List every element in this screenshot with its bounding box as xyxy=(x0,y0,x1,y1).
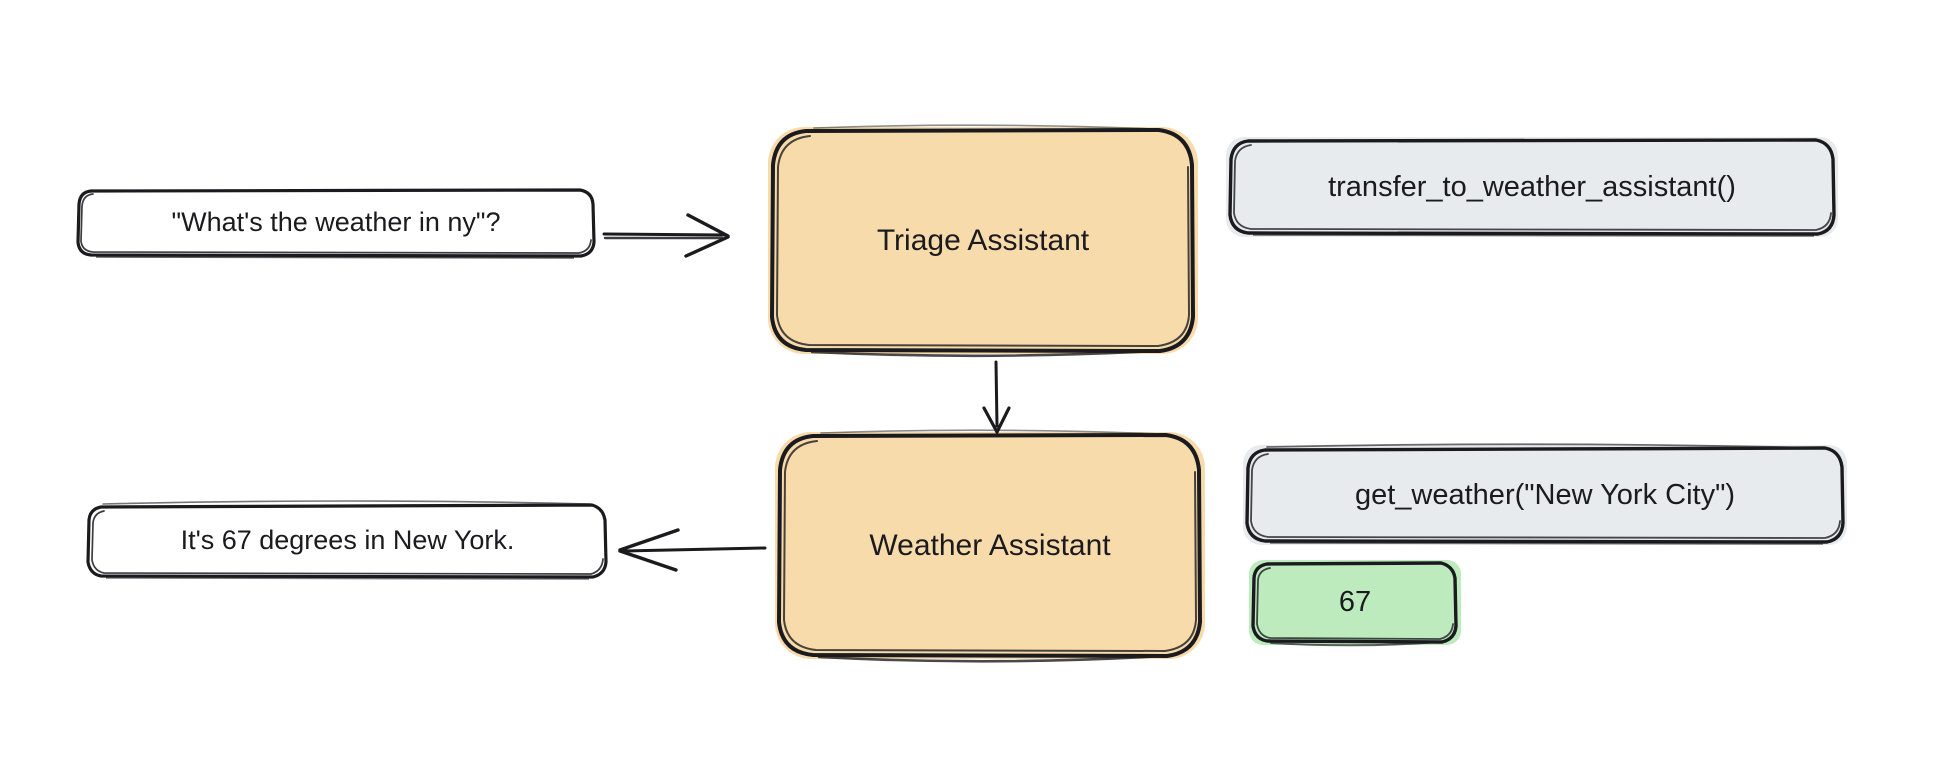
edge-weather-to-reply xyxy=(610,518,770,578)
node-triage-assistant[interactable]: Triage Assistant xyxy=(768,124,1198,358)
triage-assistant-label: Triage Assistant xyxy=(876,223,1090,257)
weather-result-text: 67 xyxy=(1338,586,1372,619)
node-transfer-tool-call[interactable]: transfer_to_weather_assistant() xyxy=(1226,137,1838,237)
get-weather-tool-call-text: get_weather("New York City") xyxy=(1354,478,1736,511)
transfer-tool-call-text: transfer_to_weather_assistant() xyxy=(1328,170,1736,203)
user-query-text: "What's the weather in ny"? xyxy=(171,207,501,238)
node-assistant-reply[interactable]: It's 67 degrees in New York. xyxy=(84,500,611,580)
node-get-weather-tool-call[interactable]: get_weather("New York City") xyxy=(1243,443,1847,545)
assistant-reply-text: It's 67 degrees in New York. xyxy=(180,525,515,556)
node-user-query[interactable]: "What's the weather in ny"? xyxy=(74,187,598,259)
weather-assistant-label: Weather Assistant xyxy=(869,528,1111,562)
node-weather-assistant[interactable]: Weather Assistant xyxy=(775,429,1205,663)
edge-triage-to-weather xyxy=(972,360,1022,438)
node-weather-result[interactable]: 67 xyxy=(1249,560,1461,647)
edge-query-to-triage xyxy=(600,206,740,262)
